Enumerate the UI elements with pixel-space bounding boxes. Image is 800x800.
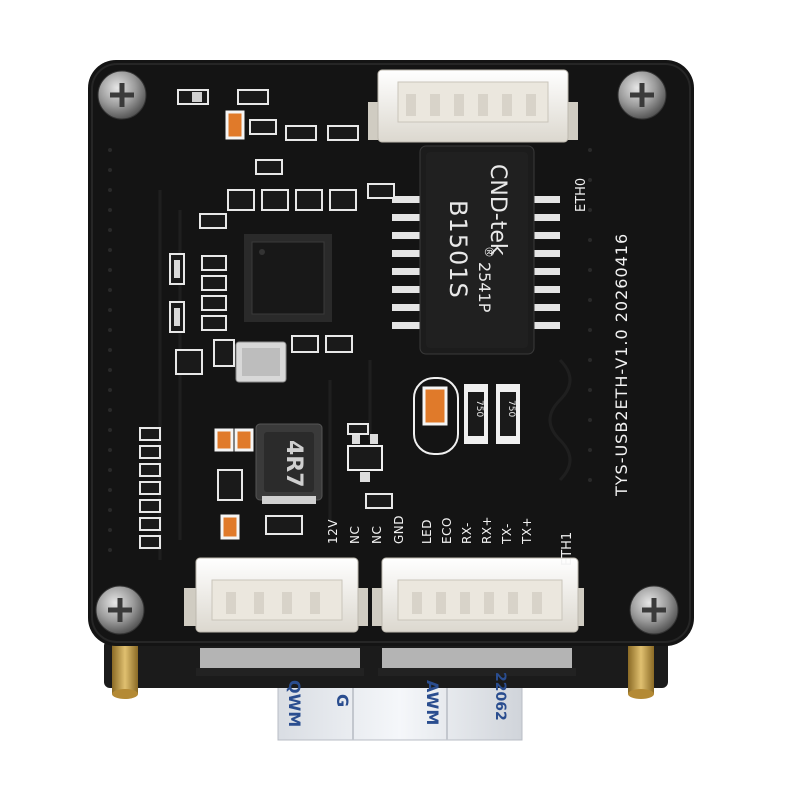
transformer-model: 2541P bbox=[475, 262, 494, 313]
pin-label-tx-minus: TX- bbox=[500, 523, 514, 544]
ribbon-text-1: QWM bbox=[285, 680, 304, 728]
transformer-brand: CND-tek bbox=[485, 164, 510, 256]
eth0-label: ETH0 bbox=[574, 177, 589, 212]
screw-bottom-right bbox=[629, 585, 679, 635]
voltage-regulator bbox=[347, 434, 383, 482]
board-version-text: TYS-USB2ETH-V1.0 20260416 bbox=[612, 232, 631, 496]
capacitor-outline bbox=[413, 377, 459, 455]
pin-label-gnd: GND bbox=[392, 514, 406, 544]
connector-bottom-eth1 bbox=[372, 557, 584, 633]
ribbon-text-2: G bbox=[333, 694, 352, 708]
pin-label-rx-minus: RX- bbox=[460, 522, 474, 544]
capacitor-orange bbox=[214, 110, 448, 540]
pin-label-rx-plus: RX+ bbox=[480, 515, 494, 544]
transformer-date-code: B1501S bbox=[444, 200, 472, 299]
pin-label-tx-plus: TX+ bbox=[520, 516, 534, 544]
connector-bottom-power bbox=[184, 557, 368, 633]
screw-top-right bbox=[617, 70, 667, 120]
ethernet-transformer bbox=[392, 145, 560, 355]
screw-top-left bbox=[97, 70, 147, 120]
transformer-registered-mark: ® bbox=[482, 246, 496, 258]
ribbon-text-3: AWM bbox=[423, 680, 442, 726]
inductor-marking: 4R7 bbox=[281, 440, 306, 488]
pin-label-nc-2: NC bbox=[370, 525, 384, 544]
pin-label-12v: 12V bbox=[326, 519, 340, 544]
ribbon-text-4: 22062 bbox=[492, 672, 508, 721]
power-inductor bbox=[255, 423, 323, 504]
pin-label-eco: ECO bbox=[440, 517, 454, 544]
resistor-marking-1: 750 bbox=[474, 400, 484, 418]
screw-bottom-left bbox=[95, 585, 145, 635]
pin-label-led: LED bbox=[420, 518, 434, 544]
leds bbox=[174, 92, 202, 326]
pin-label-nc-1: NC bbox=[348, 525, 362, 544]
eth1-label: ETH1 bbox=[560, 531, 575, 566]
resistor-pair bbox=[464, 384, 520, 444]
lower-board bbox=[104, 640, 668, 688]
usb-ethernet-controller-ic bbox=[244, 234, 332, 322]
connector-top-eth0 bbox=[368, 69, 578, 143]
crystal-oscillator bbox=[235, 341, 287, 383]
smd-passives bbox=[139, 89, 395, 549]
resistor-marking-2: 750 bbox=[506, 400, 516, 418]
